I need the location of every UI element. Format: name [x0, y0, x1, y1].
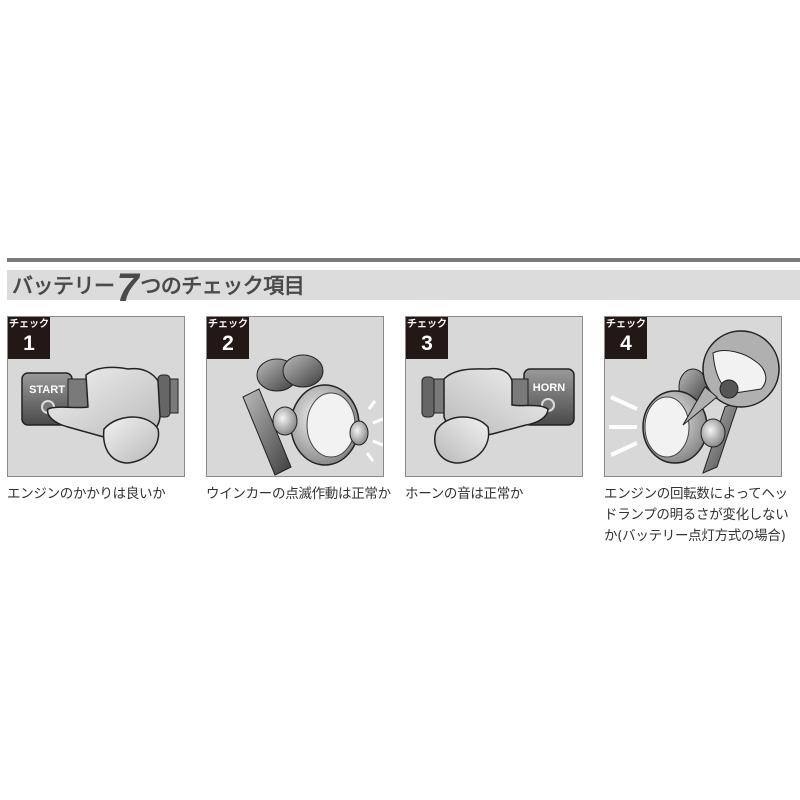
svg-text:START: START [29, 384, 65, 396]
thumb-start-button-icon: START [21, 366, 179, 464]
turn-signal-blink-icon [242, 354, 383, 476]
check-badge-4: チェック 4 [605, 317, 647, 359]
check-caption-1: エンジンのかかりは良いか [7, 486, 166, 502]
svg-text:HORN: HORN [533, 382, 565, 394]
check-panel-4: チェック 4 [604, 316, 782, 477]
check-panel-3: HORN チェック 3 [405, 316, 583, 477]
check-badge-2: チェック 2 [207, 317, 249, 359]
page-title: バッテリー 7 つのチェック項目 [12, 266, 305, 310]
title-number: 7 [116, 265, 139, 310]
check-number: 2 [222, 332, 234, 355]
top-rule [7, 258, 800, 262]
check-panel-2: チェック 2 [206, 316, 384, 477]
title-prefix: バッテリー [12, 274, 115, 298]
check-caption-2: ウインカーの点滅作動は正常か [206, 486, 391, 502]
check-panel-1: START チェック 1 [7, 316, 185, 477]
check-badge-1: チェック 1 [8, 317, 50, 359]
check-caption-3: ホーンの音は正常か [405, 486, 524, 502]
title-bar [7, 270, 800, 300]
check-number: 1 [23, 332, 35, 355]
thumb-horn-button-icon: HORN [421, 367, 575, 464]
headlight-throttle-icon [609, 330, 780, 474]
check-number: 4 [620, 332, 632, 355]
title-suffix: つのチェック項目 [140, 274, 305, 298]
check-badge-3: チェック 3 [406, 317, 448, 359]
check-number: 3 [421, 332, 433, 355]
check-caption-4: エンジンの回転数によってヘッドランプの明るさが変化しないか(バッテリー点灯方式の… [604, 486, 789, 544]
